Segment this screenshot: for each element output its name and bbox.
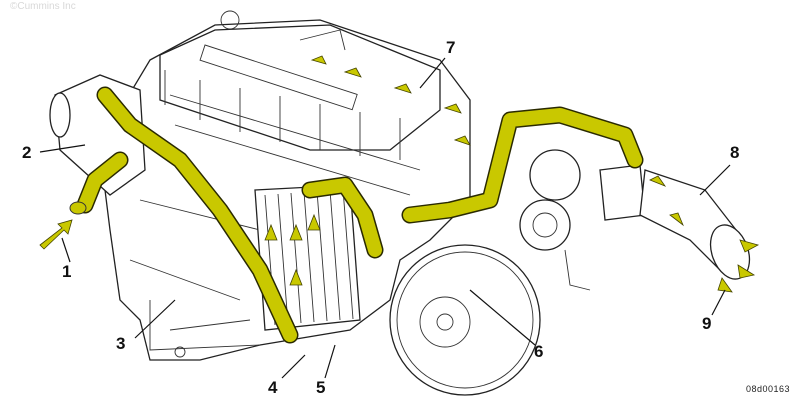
- callout-8: 8: [730, 143, 740, 162]
- arrow-icon: [289, 268, 303, 286]
- arrow-icon: [453, 135, 471, 146]
- arrow-icon: [39, 219, 73, 250]
- airflow-arrows: [39, 55, 760, 293]
- arrow-icon: [443, 103, 462, 114]
- callout-1: 1: [62, 262, 72, 281]
- arrow-icon: [310, 55, 327, 65]
- arrow-icon: [289, 223, 303, 241]
- arrow-icon: [264, 223, 278, 241]
- callout-7: 7: [446, 38, 456, 57]
- airflow-path: [69, 86, 644, 344]
- arrow-icon: [717, 277, 733, 293]
- callout-9: 9: [702, 314, 712, 333]
- copyright-text: ©Cummins Inc: [10, 1, 76, 12]
- callout-6: 6: [534, 342, 544, 361]
- arrow-icon: [343, 67, 362, 78]
- exhaust-outlet-pipe: [639, 169, 751, 280]
- arrow-icon: [649, 175, 667, 187]
- turbocharger: [519, 149, 646, 291]
- arrow-icon: [669, 212, 684, 227]
- arrow-icon: [307, 213, 321, 231]
- callout-3: 3: [116, 334, 126, 353]
- callout-4: 4: [268, 378, 278, 397]
- flywheel: [389, 244, 541, 396]
- arrow-icon: [739, 239, 760, 253]
- callout-2: 2: [22, 143, 32, 162]
- arrow-icon: [393, 83, 412, 94]
- callout-5: 5: [316, 378, 326, 397]
- callout-leaders: [39, 57, 731, 379]
- arrow-icon: [737, 264, 756, 279]
- figure-code: 08d00163: [745, 384, 790, 394]
